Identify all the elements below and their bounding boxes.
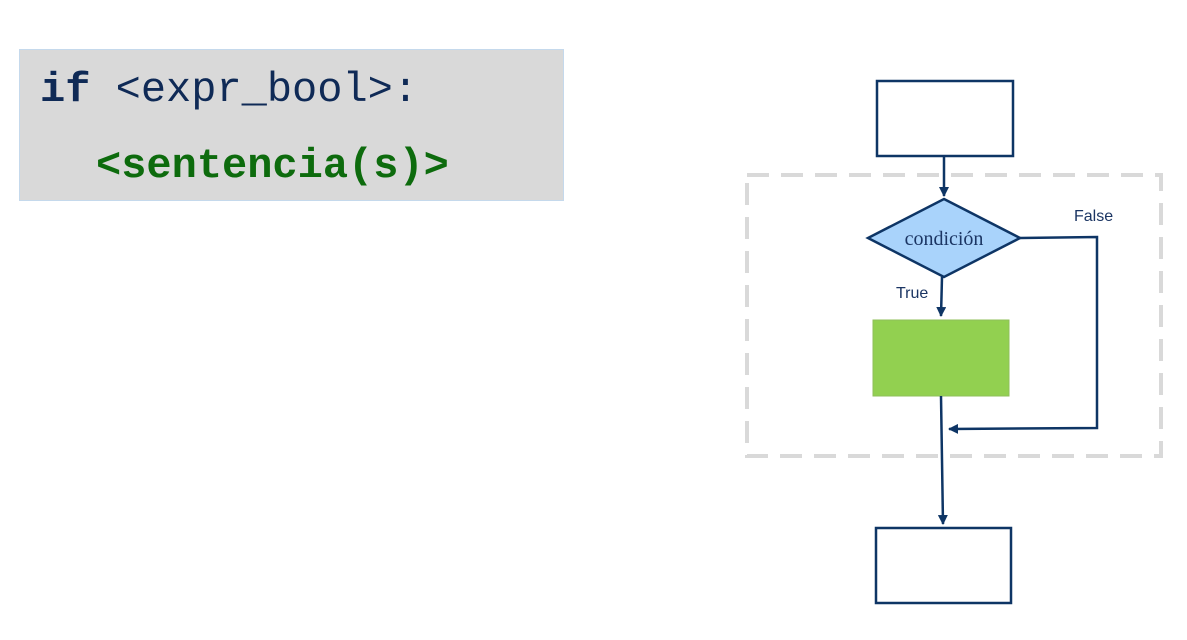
condition-label: condición: [905, 228, 984, 250]
if-keyword: if: [40, 66, 91, 114]
if-block-dashed-group: [745, 173, 1163, 458]
code-line-statement: <sentencia(s)>: [96, 142, 449, 190]
true-label: True: [896, 285, 928, 302]
previous-step-box: [875, 79, 1015, 158]
next-step-box: [874, 526, 1013, 605]
bool-expression: <expr_bool>:: [90, 66, 419, 114]
code-snippet-box: if <expr_bool>: <sentencia(s)>: [19, 49, 564, 201]
arrow-to-next-step: [937, 395, 948, 525]
statement-process-box: [872, 319, 1010, 397]
condition-diamond: [865, 197, 1023, 279]
true-arrow: [936, 276, 947, 317]
statement-placeholder: <sentencia(s)>: [96, 142, 449, 190]
false-path-arrow: [948, 235, 1099, 434]
false-label: False: [1074, 208, 1113, 225]
code-line-if: if <expr_bool>:: [40, 66, 418, 114]
